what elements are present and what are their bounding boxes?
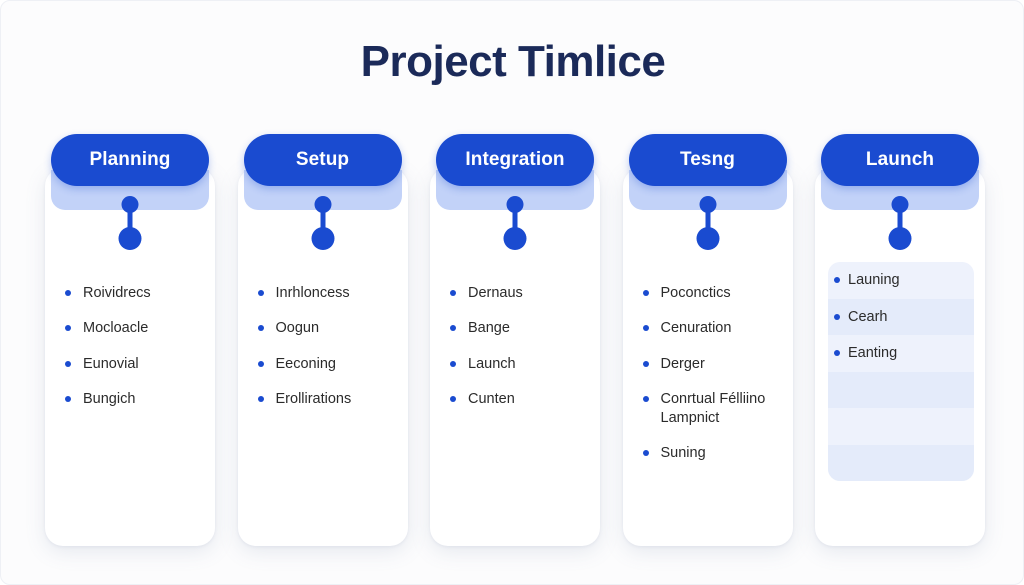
connector xyxy=(311,196,334,250)
list-item[interactable]: Oogun xyxy=(256,319,398,337)
stage-header-label: Integration xyxy=(465,149,565,170)
connector xyxy=(888,196,912,250)
stage-header-label: Tesng xyxy=(679,149,736,170)
list-item[interactable]: Derger xyxy=(641,355,783,373)
connector-dot-bottom-icon xyxy=(696,227,719,250)
connector-dot-bottom-icon xyxy=(311,227,334,250)
connector-dot-bottom-icon xyxy=(118,227,142,250)
list-item[interactable]: Dernaus xyxy=(448,284,590,302)
list-item[interactable]: Launch xyxy=(448,355,590,373)
connector-bar xyxy=(320,204,325,244)
stage-header-label: Setup xyxy=(295,149,350,170)
stage-header-label: Launch xyxy=(865,149,935,170)
list-item[interactable]: Cearh xyxy=(828,298,974,335)
connector-dot-bottom-icon xyxy=(503,227,527,250)
list-item[interactable]: Eunovial xyxy=(63,355,205,373)
connector-dot-top-icon xyxy=(121,196,139,213)
stage-header-4[interactable]: Tesng xyxy=(628,134,787,186)
list-item[interactable]: Bange xyxy=(448,319,590,337)
stage-header-1[interactable]: Planning xyxy=(51,134,209,186)
list-item[interactable]: Suning xyxy=(641,444,783,462)
list-item[interactable]: Erollirations xyxy=(256,390,398,408)
list-item[interactable]: Conrtual Félliino Lampnict xyxy=(641,390,783,427)
list-item[interactable]: Poconctics xyxy=(641,284,783,302)
connector xyxy=(118,196,142,250)
list-item[interactable]: Bungich xyxy=(63,390,205,408)
list-item[interactable]: Roividrecs xyxy=(63,284,205,302)
connector xyxy=(696,196,719,250)
stage-header-3[interactable]: Integration xyxy=(436,134,594,186)
empty-row xyxy=(828,408,974,445)
connector-dot-top-icon xyxy=(891,196,909,213)
stage-header-2[interactable]: Setup xyxy=(243,134,402,186)
connector xyxy=(503,196,527,250)
empty-row xyxy=(828,444,974,481)
connector-bar xyxy=(512,204,518,244)
connector-dot-bottom-icon xyxy=(888,227,912,250)
connector-bar xyxy=(897,204,903,244)
list-item[interactable]: Mocloacle xyxy=(63,319,205,337)
list-item[interactable]: Launing xyxy=(828,262,974,299)
page-title: Project Timlice xyxy=(360,37,666,86)
connector-bar xyxy=(705,204,710,244)
connector-bar xyxy=(127,204,133,244)
list-item[interactable]: Cunten xyxy=(448,390,590,408)
list-item[interactable]: Eeconing xyxy=(256,355,398,373)
list-item[interactable]: Cenuration xyxy=(641,319,783,337)
empty-row xyxy=(828,371,974,408)
connector-dot-top-icon xyxy=(506,196,524,213)
connector-dot-top-icon xyxy=(699,196,716,213)
connector-dot-top-icon xyxy=(314,196,331,213)
list-item[interactable]: Inrhloncess xyxy=(256,284,398,302)
stage-header-label: Planning xyxy=(89,149,171,170)
stage-header-5[interactable]: Launch xyxy=(821,134,979,186)
list-item[interactable]: Eanting xyxy=(828,335,974,372)
